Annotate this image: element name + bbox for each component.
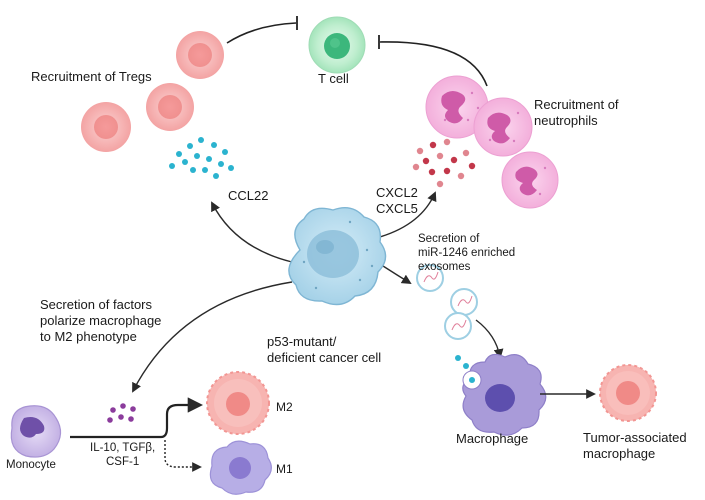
exosome-icon (416, 264, 444, 292)
m1-label: M1 (276, 462, 293, 476)
cancer-cell-icon (288, 207, 387, 306)
monocyte-line (70, 397, 204, 439)
tam-icon (599, 364, 657, 422)
t-cell-icon (308, 16, 366, 74)
arrow-to-exosomes (382, 265, 412, 285)
exosome-icon (450, 288, 478, 316)
cytokines-label: IL-10, TGFβ, CSF-1 (90, 442, 156, 468)
monocyte-line-m1 (164, 440, 202, 472)
macrophage-icon (462, 353, 547, 436)
m2-label: M2 (276, 400, 293, 414)
treg-cell-icon (176, 31, 224, 79)
monocyte-icon (10, 405, 62, 458)
exosome-icon (444, 312, 472, 340)
secretion-factors-label: Secretion of factors polarize macrophage… (40, 297, 162, 344)
arrow-to-ccl22 (211, 201, 293, 263)
t-cell-label: T cell (318, 71, 349, 86)
neutrophil-icon (501, 151, 559, 209)
ccl22-chemokine-dots (169, 137, 234, 179)
m1-macrophage-icon (209, 440, 272, 495)
monocyte-label: Monocyte (6, 459, 56, 471)
neutrophil-inhibition-arc (379, 41, 488, 87)
cytokine-dots (107, 403, 136, 423)
arrow-to-monocyte-factors (132, 281, 293, 393)
neutrophil-icon (425, 75, 489, 139)
arrow-to-macrophage (475, 319, 504, 359)
recruitment-tregs-label: Recruitment of Tregs (31, 69, 152, 84)
neutrophil-icon (473, 97, 533, 157)
treg-inhibition-arc (226, 22, 297, 44)
cancer-cell-label: p53-mutant/ deficient cancer cell (267, 334, 382, 365)
treg-cell-icon (146, 83, 194, 131)
cxcl-label: CXCL2 CXCL5 (376, 185, 418, 216)
macrophage-label: Macrophage (456, 431, 529, 446)
tam-label: Tumor-associated macrophage (583, 430, 687, 461)
treg-cell-icon (81, 102, 131, 152)
ccl22-label: CCL22 (228, 188, 269, 203)
cxcl-chemokine-dots (412, 138, 476, 188)
recruitment-neutrophils-label: Recruitment of neutrophils (534, 97, 619, 128)
secretion-mir-label: Secretion of miR-1246 enriched exosomes (418, 233, 516, 273)
m2-macrophage-icon (206, 371, 270, 435)
